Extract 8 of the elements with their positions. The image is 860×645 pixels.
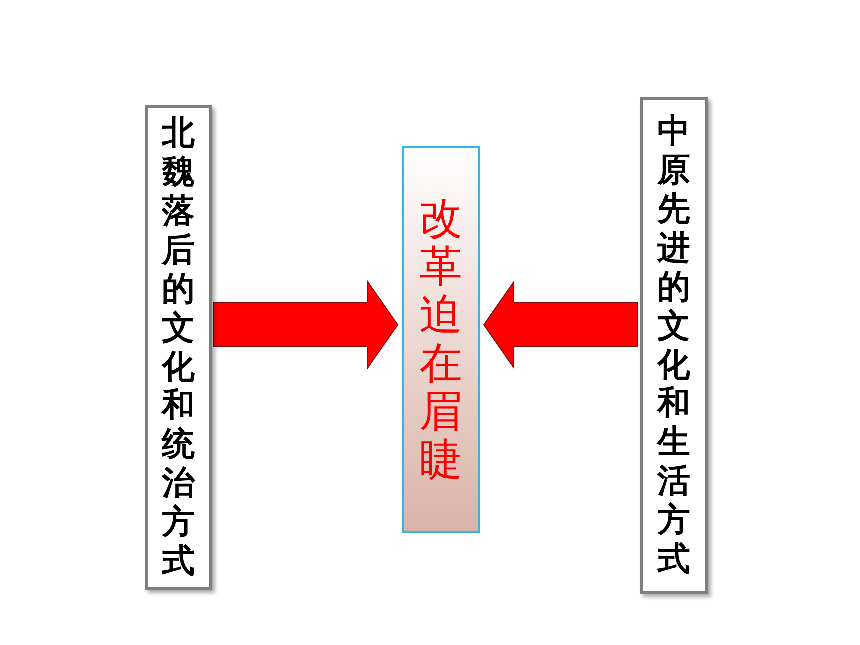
block-arrow	[483, 280, 638, 370]
text-box	[402, 146, 480, 533]
vertical-label: 改革迫在眉睫	[420, 195, 462, 484]
text-box	[640, 97, 708, 594]
vertical-label: 中原先进的文化和生活方式	[658, 112, 690, 580]
text-box	[145, 105, 212, 590]
block-arrow	[214, 280, 399, 370]
vertical-label: 北魏落后的文化和统治方式	[162, 114, 195, 582]
